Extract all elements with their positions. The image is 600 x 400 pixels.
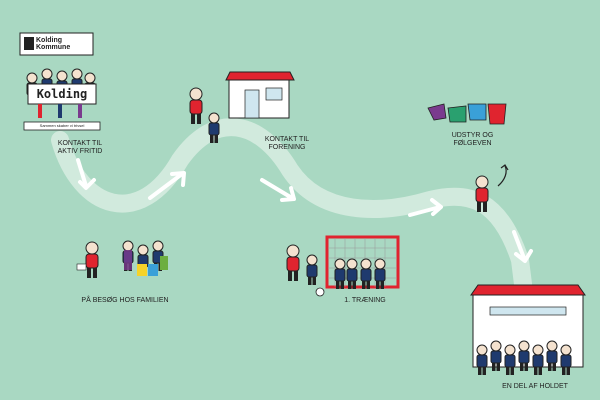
kolding-logo	[19, 32, 94, 56]
step-label: På besøg hos familien	[81, 297, 169, 304]
clothes-icon	[427, 103, 507, 125]
step-label: En del af holdet	[502, 383, 568, 390]
first-training-players	[286, 244, 386, 297]
group-illustration	[23, 68, 101, 131]
arrow-icon	[408, 198, 443, 217]
step-label: 1. træning	[344, 297, 386, 304]
arrow-icon	[497, 165, 507, 187]
group-banner-text: Sammen skaber vi trivsel	[39, 123, 85, 128]
arrow-icon	[76, 158, 96, 190]
family-illustration	[76, 240, 168, 279]
football-icon	[315, 287, 325, 297]
step-label: Kontakt til aktiv fritid	[57, 140, 103, 155]
step-label: Udstyr og følgeven	[451, 132, 494, 147]
team-players	[476, 340, 572, 376]
logo-name-line2: Kommune	[36, 44, 71, 51]
step-label: Kontakt til forening	[264, 136, 310, 151]
arrow-icon	[148, 171, 186, 200]
arrow-icon	[260, 178, 296, 202]
logo-name-line1: Kolding	[36, 37, 63, 44]
house-icon	[225, 71, 295, 119]
group-sign-text: Kolding	[36, 87, 88, 101]
arrow-icon	[512, 230, 533, 263]
journey-path	[51, 118, 534, 309]
